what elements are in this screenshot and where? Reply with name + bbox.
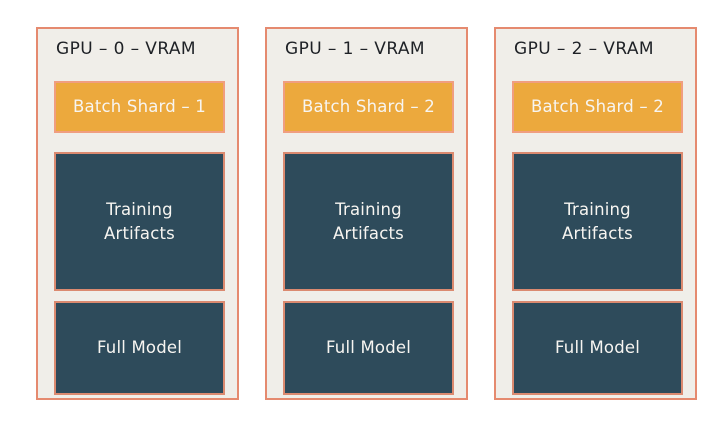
gpu-vram-diagram: GPU – 0 – VRAM Batch Shard – 1 Training …	[36, 27, 697, 400]
full-model-label: Full Model	[326, 338, 411, 357]
full-model-box: Full Model	[54, 301, 225, 395]
gpu-panel-0-title: GPU – 0 – VRAM	[56, 39, 196, 59]
training-artifacts-label: Training Artifacts	[562, 199, 633, 243]
full-model-label: Full Model	[555, 338, 640, 357]
training-artifacts-label: Training Artifacts	[104, 199, 175, 243]
batch-shard-box: Batch Shard – 1	[54, 81, 225, 133]
gpu-panel-1: GPU – 1 – VRAM Batch Shard – 2 Training …	[265, 27, 468, 400]
gpu-panel-0: GPU – 0 – VRAM Batch Shard – 1 Training …	[36, 27, 239, 400]
full-model-label: Full Model	[97, 338, 182, 357]
gpu-panel-1-title: GPU – 1 – VRAM	[285, 39, 425, 59]
batch-shard-label: Batch Shard – 2	[302, 97, 435, 116]
batch-shard-label: Batch Shard – 1	[73, 97, 206, 116]
training-artifacts-box: Training Artifacts	[512, 152, 683, 291]
gpu-panel-2-title: GPU – 2 – VRAM	[514, 39, 654, 59]
gpu-panel-2: GPU – 2 – VRAM Batch Shard – 2 Training …	[494, 27, 697, 400]
training-artifacts-label: Training Artifacts	[333, 199, 404, 243]
batch-shard-label: Batch Shard – 2	[531, 97, 664, 116]
training-artifacts-box: Training Artifacts	[54, 152, 225, 291]
batch-shard-box: Batch Shard – 2	[283, 81, 454, 133]
full-model-box: Full Model	[283, 301, 454, 395]
training-artifacts-box: Training Artifacts	[283, 152, 454, 291]
full-model-box: Full Model	[512, 301, 683, 395]
batch-shard-box: Batch Shard – 2	[512, 81, 683, 133]
